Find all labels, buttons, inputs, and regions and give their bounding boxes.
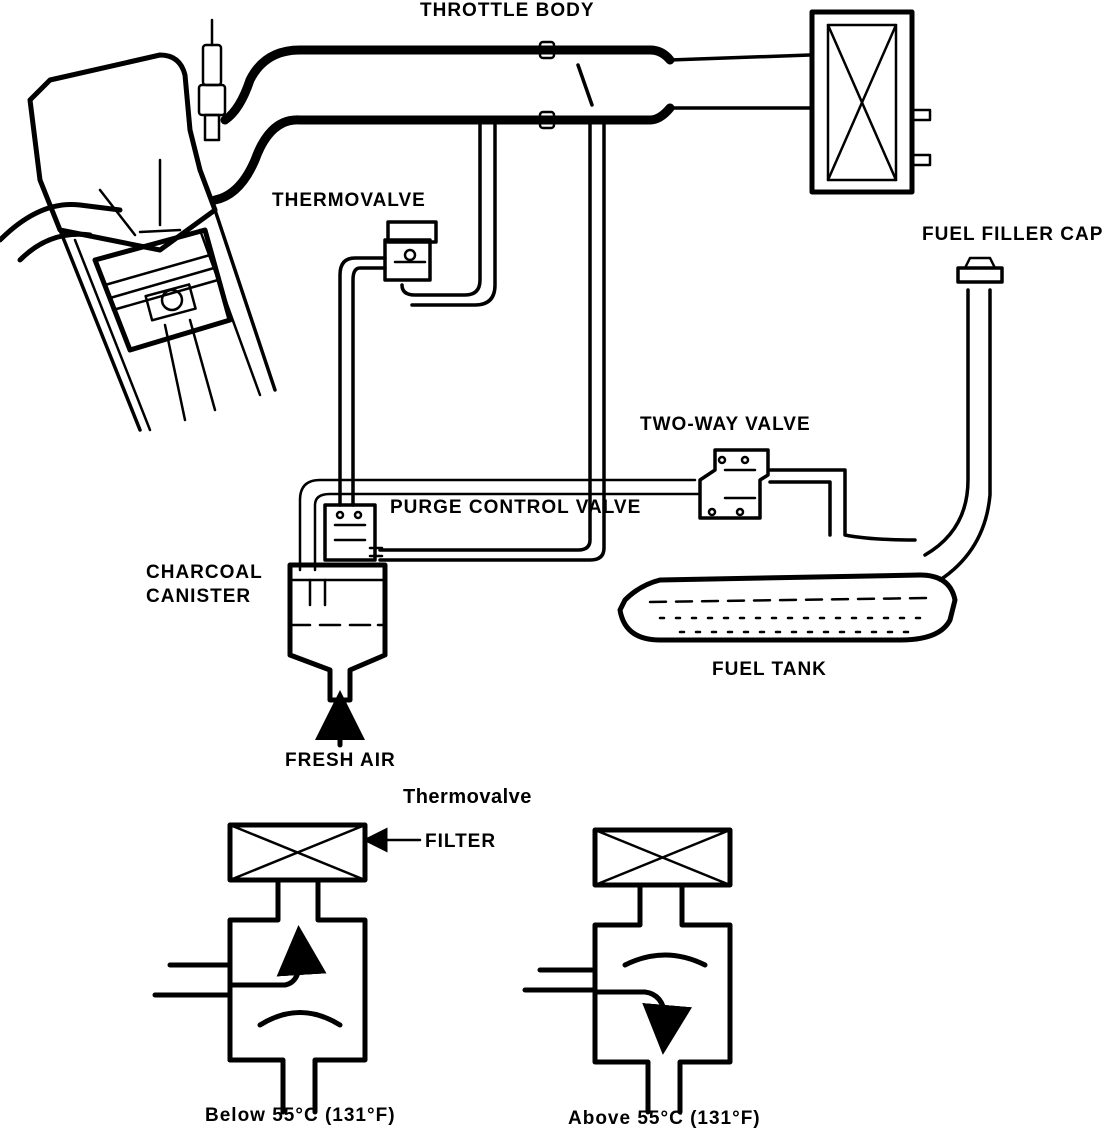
label-two-way-valve: TWO-WAY VALVE: [640, 414, 811, 435]
label-fresh-air: FRESH AIR: [285, 750, 396, 771]
label-fuel-filler-cap: FUEL FILLER CAP: [922, 224, 1103, 245]
charcoal-canister: [287, 562, 388, 748]
fuel-tank: [617, 572, 958, 643]
engine-cutaway: [0, 18, 277, 432]
thermovalve-detail-below: [152, 822, 368, 1115]
fuel-filler-cap: [956, 256, 1004, 284]
thermovalve-component: [383, 220, 438, 282]
label-throttle-body: THROTTLE BODY: [420, 0, 595, 21]
purge-control-valve: [323, 503, 384, 562]
caption-below-55c: Below 55°C (131°F): [205, 1105, 396, 1126]
label-charcoal: CHARCOAL: [146, 562, 263, 583]
vacuum-hoses: [298, 123, 992, 582]
air-cleaner: [809, 9, 932, 195]
label-filter: FILTER: [425, 831, 496, 852]
label-canister: CANISTER: [146, 586, 251, 607]
two-way-valve: [698, 448, 770, 520]
label-fuel-tank: FUEL TANK: [712, 659, 827, 680]
caption-above-55c: Above 55°C (131°F): [568, 1108, 761, 1128]
label-purge-control-valve: PURGE CONTROL VALVE: [390, 497, 641, 518]
label-thermovalve: THERMOVALVE: [272, 190, 426, 211]
fuel-injector: [197, 18, 227, 142]
throttle-valve: [538, 40, 594, 130]
intake-manifold: [210, 40, 812, 205]
thermovalve-detail-above: [522, 827, 733, 1115]
thermovalve-detail-title: Thermovalve: [403, 786, 532, 808]
